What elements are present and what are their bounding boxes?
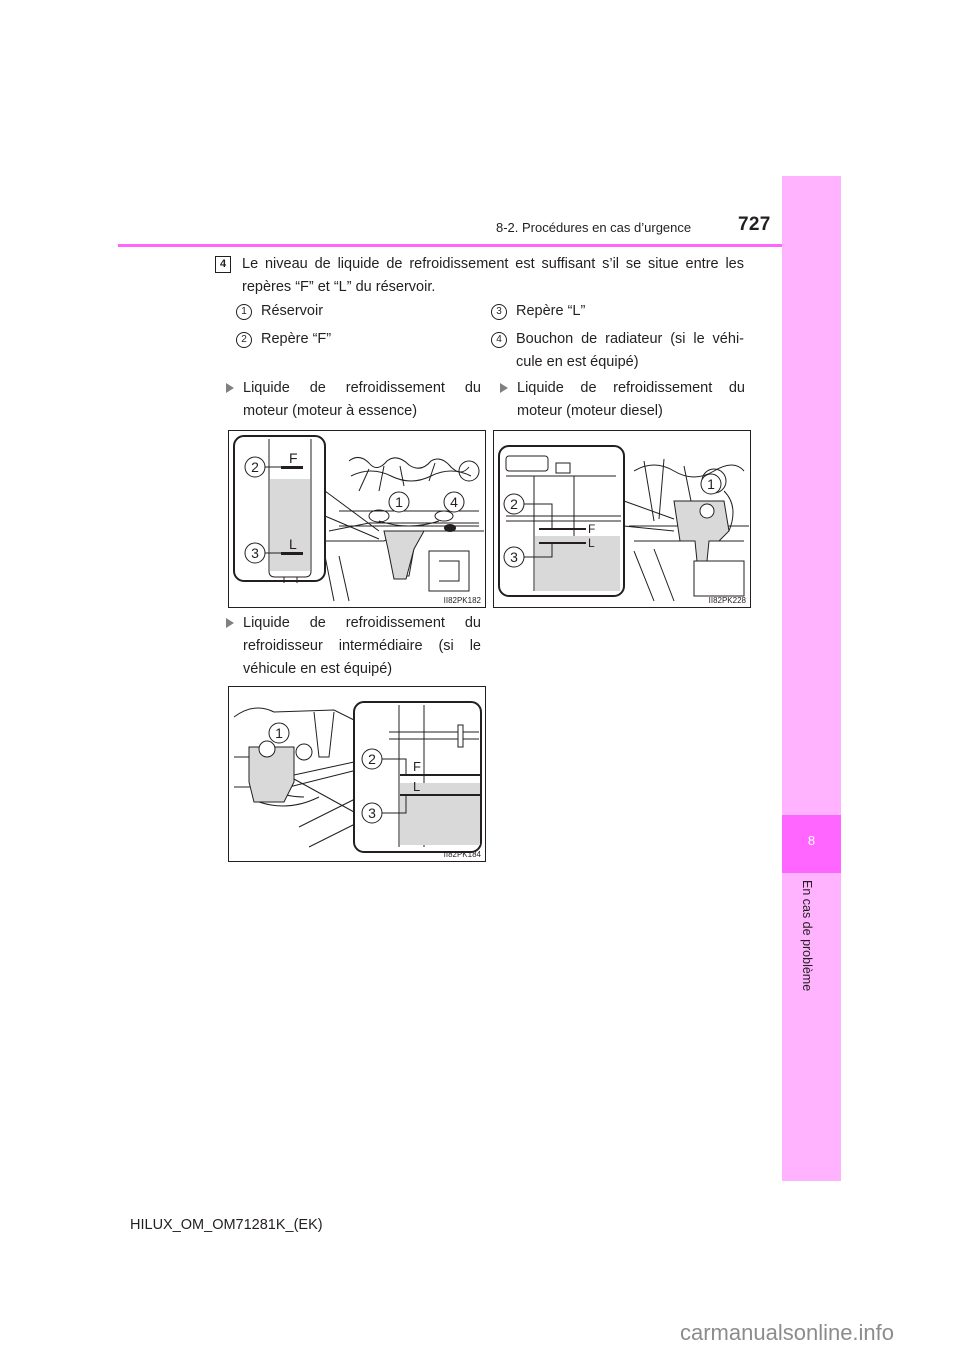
svg-text:1: 1 (707, 476, 715, 492)
callout-number-icon: 3 (491, 304, 507, 320)
svg-text:F: F (413, 759, 421, 774)
watermark-link[interactable]: carmanualsonline.info (680, 1320, 895, 1345)
legend-item: 2 Repère “F” (236, 328, 331, 351)
svg-text:2: 2 (251, 459, 259, 475)
step-text-line1: Le niveau de liquide de refroidissement … (242, 256, 744, 272)
document-id: HILUX_OM_OM71281K_(EK) (130, 1217, 323, 1233)
legend-label: Repère “F” (261, 331, 332, 347)
legend-label: Bouchon de radiateur (si le véhi-cule en… (516, 331, 744, 370)
legend-label: Réservoir (261, 303, 324, 319)
step-number-box: 4 (215, 256, 231, 273)
svg-text:3: 3 (510, 549, 518, 565)
legend-item: 4 Bouchon de radiateur (si le véhi-cule e… (491, 328, 751, 374)
chapter-number-tab: 8 (782, 815, 841, 873)
chapter-side-tab (782, 176, 841, 1181)
legend-item: 1 Réservoir (236, 300, 323, 323)
legend-item: 3 Repère “L” (491, 300, 585, 323)
figure-code: II82PK184 (443, 850, 481, 859)
svg-text:1: 1 (275, 725, 283, 741)
triangle-bullet-icon (226, 618, 234, 628)
step-text-line2: repères “F” et “L” du réservoir. (242, 279, 436, 295)
bullet-text: Liquide de refroidissement du moteur (mo… (517, 380, 745, 419)
figure-code: II82PK228 (708, 596, 746, 605)
svg-text:F: F (588, 522, 595, 536)
engine-bay-drawing: F L 2 3 1 (233, 701, 482, 853)
triangle-bullet-icon (500, 383, 508, 393)
illustration-petrol-engine-reservoir: F L 2 3 1 4 II82PK182 (228, 430, 486, 608)
svg-text:2: 2 (510, 496, 518, 512)
engine-bay-drawing: F L 2 3 1 (498, 445, 749, 602)
bullet-text: Liquide de refroidissement du refroidiss… (243, 615, 481, 677)
svg-text:4: 4 (450, 494, 458, 510)
svg-text:L: L (289, 536, 297, 552)
chapter-number: 8 (807, 833, 816, 848)
bullet-item: Liquide de refroidissement du moteur (mo… (500, 377, 745, 423)
header-divider (118, 244, 841, 247)
callout-number-icon: 2 (236, 332, 252, 348)
bullet-text: Liquide de refroidissement du moteur (mo… (243, 380, 481, 419)
illustration-intercooler-reservoir: F L 2 3 1 II82PK184 (228, 686, 486, 862)
svg-text:1: 1 (395, 494, 403, 510)
section-title: 8-2. Procédures en cas d’urgence (496, 220, 692, 235)
svg-text:F: F (289, 450, 298, 466)
svg-text:3: 3 (368, 805, 376, 821)
step-text: Le niveau de liquide de refroidissement … (242, 253, 744, 299)
svg-text:L: L (588, 536, 595, 550)
figure-code: II82PK182 (443, 596, 481, 605)
chapter-label: En cas de problème (800, 880, 814, 992)
legend-label: Repère “L” (516, 303, 586, 319)
callout-number-icon: 1 (236, 304, 252, 320)
bullet-item: Liquide de refroidissement du refroidiss… (226, 612, 481, 681)
triangle-bullet-icon (226, 383, 234, 393)
engine-bay-drawing: F L 2 3 1 4 (233, 435, 484, 602)
callout-number-icon: 4 (491, 332, 507, 348)
svg-text:2: 2 (368, 751, 376, 767)
svg-text:L: L (413, 779, 420, 794)
bullet-item: Liquide de refroidissement du moteur (mo… (226, 377, 481, 423)
page-number: 727 (738, 214, 771, 235)
svg-text:3: 3 (251, 545, 259, 561)
illustration-diesel-engine-reservoir: F L 2 3 1 II82PK228 (493, 430, 751, 608)
